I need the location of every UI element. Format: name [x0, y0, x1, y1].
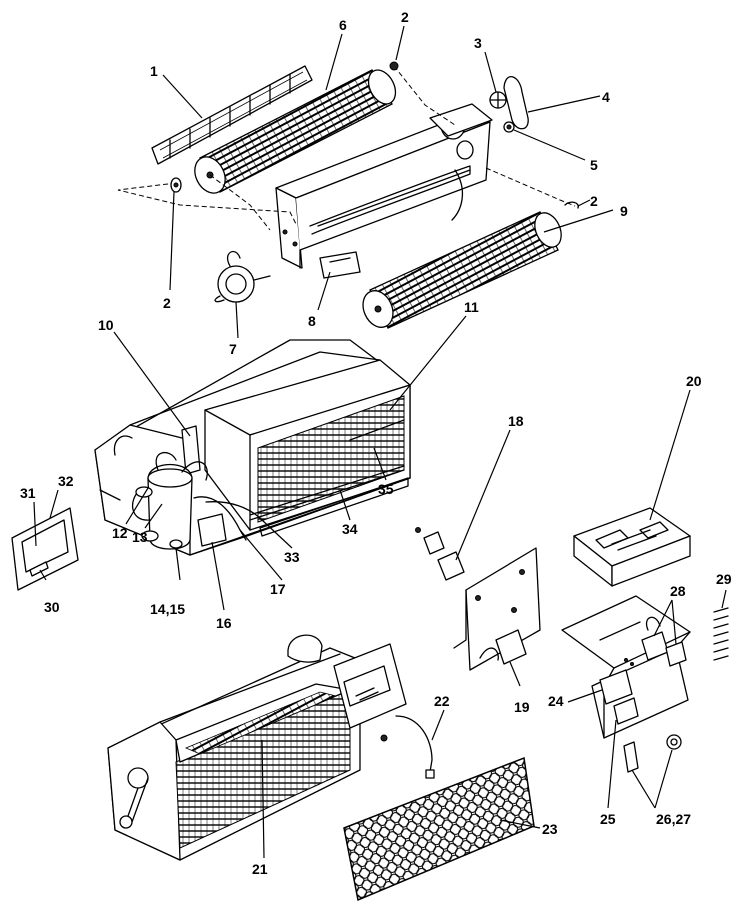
clip-part-2-right — [564, 201, 579, 209]
relay-part-24 — [599, 669, 639, 725]
callout-1: 1 — [150, 63, 158, 79]
callout-17: 17 — [270, 581, 286, 597]
callout-24: 24 — [548, 693, 564, 709]
callout-25: 25 — [600, 811, 616, 827]
callout-2-left: 2 — [163, 295, 171, 311]
blower-wheel-part-9 — [362, 211, 562, 329]
bracket-part-8 — [319, 251, 361, 279]
callout-34: 34 — [342, 521, 358, 537]
callout-22: 22 — [434, 693, 450, 709]
assembly-path-right — [485, 167, 576, 207]
callout-2-top: 2 — [401, 9, 409, 25]
callout-13: 13 — [132, 529, 148, 545]
thermostat-part-18 — [415, 527, 465, 581]
callout-19: 19 — [514, 699, 530, 715]
tubing-part-33 — [205, 501, 263, 521]
bearing-part-5 — [503, 121, 515, 133]
compressor-part-13 — [131, 451, 208, 550]
clip-part-2-top — [389, 61, 399, 71]
callout-29: 29 — [716, 571, 732, 587]
callout-2-right: 2 — [590, 193, 598, 209]
callout-30: 30 — [44, 599, 60, 615]
mount-part-12 — [135, 486, 159, 542]
callout-35: 35 — [378, 481, 394, 497]
callout-16: 16 — [216, 615, 232, 631]
callout-12: 12 — [112, 525, 128, 541]
callout-21: 21 — [252, 861, 268, 877]
callout-labels: 1 6 2 3 4 5 2 9 2 7 8 10 11 12 13 14,15 … — [20, 9, 732, 877]
clip-part-2-left — [170, 177, 182, 193]
callout-11: 11 — [464, 299, 479, 315]
assembly-path-left — [117, 182, 297, 225]
spring-part-29 — [713, 607, 729, 661]
assembly-path-wheel — [209, 174, 271, 231]
access-panel-part-32 — [21, 519, 69, 573]
callout-7: 7 — [229, 341, 237, 357]
tube-part-17 — [193, 496, 247, 541]
drain-pan-part-34 — [259, 477, 409, 537]
screw-part-30 — [29, 561, 49, 577]
callout-20: 20 — [686, 373, 702, 389]
callout-4: 4 — [602, 89, 610, 105]
belt-part-4 — [503, 76, 529, 130]
valve-part-16 — [197, 513, 227, 547]
terminal-part-25 — [623, 741, 639, 773]
assembly-path-top — [393, 65, 456, 126]
switch-part-19 — [479, 629, 527, 665]
control-panel-part-20 — [573, 507, 691, 587]
callout-31: 31 — [20, 485, 36, 501]
fitting-part-26-27 — [666, 734, 682, 750]
grommet-part-14-15 — [169, 539, 183, 549]
blower-housing — [275, 103, 493, 269]
contactor-part-28 — [641, 616, 687, 667]
power-cord-part-22 — [395, 715, 435, 779]
callout-14-15: 14,15 — [150, 601, 185, 617]
callout-32: 32 — [58, 473, 74, 489]
bracket-part-1 — [151, 65, 313, 165]
coil-part-35 — [349, 419, 405, 441]
motor-part-7 — [214, 250, 271, 303]
callout-9: 9 — [620, 203, 628, 219]
callout-33: 33 — [284, 549, 300, 565]
control-housing — [333, 643, 407, 742]
chassis-part-11 — [94, 339, 411, 556]
callout-6: 6 — [339, 17, 347, 33]
callout-23: 23 — [542, 821, 558, 837]
hub-part-3 — [489, 91, 507, 109]
capacitor-part-10 — [181, 425, 201, 475]
callout-28: 28 — [670, 583, 686, 599]
leader-lines — [33, 25, 727, 859]
callout-26-27: 26,27 — [656, 811, 691, 827]
callout-10: 10 — [98, 317, 114, 333]
filter-part-23 — [343, 756, 535, 902]
callout-5: 5 — [590, 157, 598, 173]
callout-18: 18 — [508, 413, 524, 429]
callout-3: 3 — [474, 35, 482, 51]
callout-8: 8 — [308, 313, 316, 329]
